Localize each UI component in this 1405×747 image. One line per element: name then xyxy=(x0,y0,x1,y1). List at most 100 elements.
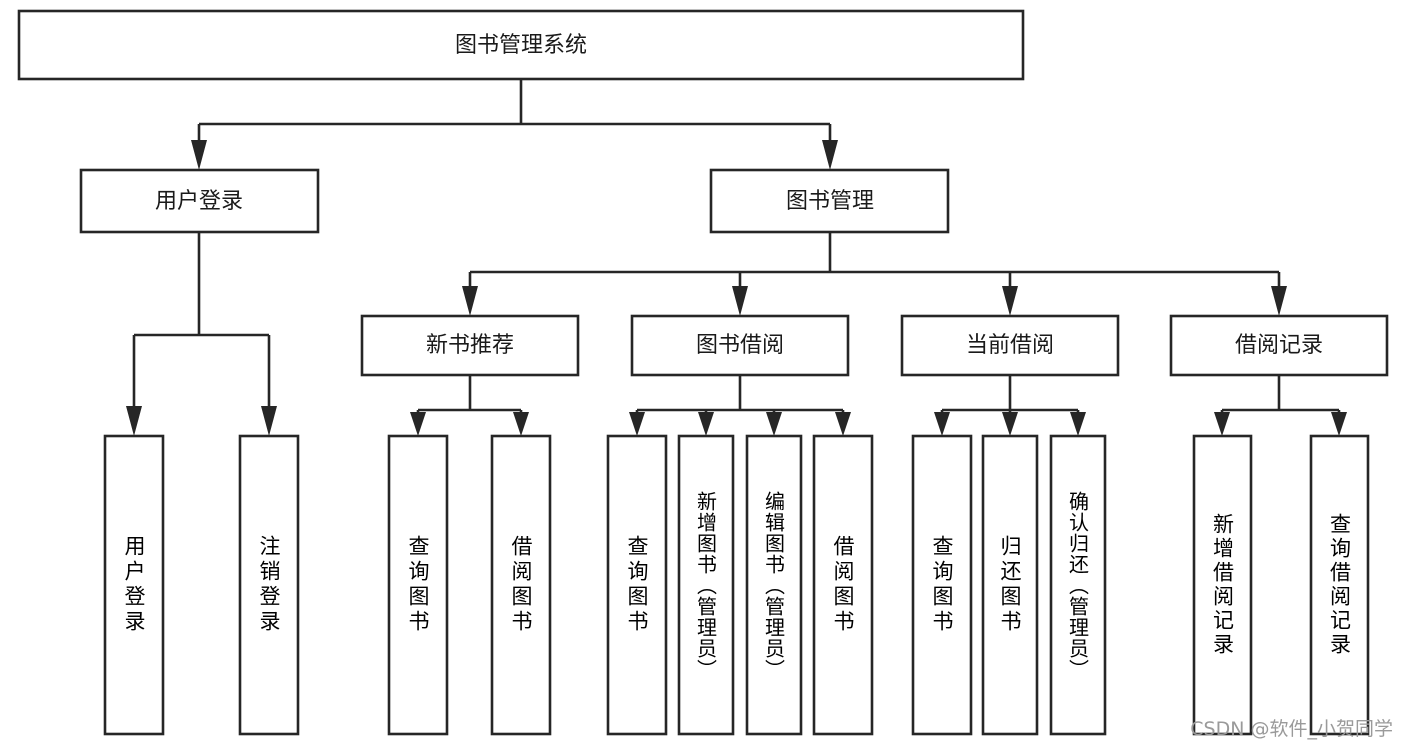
arrow-head-leaf-borrow-book-2 xyxy=(835,412,851,436)
leaf-query-book-2-text-wrap: 查询图书 xyxy=(625,535,649,635)
leaf-query-record-box[interactable] xyxy=(1309,434,1370,736)
leaf-add-book-box[interactable] xyxy=(677,434,735,736)
node-current-borrow-label: 当前借阅 xyxy=(966,333,1054,358)
leaf-node-user-login[interactable]: 用户登录 xyxy=(103,434,165,736)
arrow-head-leaf-borrow-book-1 xyxy=(513,412,529,436)
leaf-edit-book-text-wrap: 编辑图书（管理员） xyxy=(761,490,786,680)
node-borrow-record-label: 借阅记录 xyxy=(1235,333,1323,358)
connector-group-root xyxy=(191,79,838,170)
connector-group-new-book-rec xyxy=(410,375,529,436)
node-book-manage-box[interactable] xyxy=(709,168,950,234)
leaf-query-book-1-label: 查询图书 xyxy=(406,535,430,635)
arrow-head-new-book-rec xyxy=(462,286,478,316)
leaf-return-book-box[interactable] xyxy=(981,434,1039,736)
leaf-query-book-2-label: 查询图书 xyxy=(625,535,649,635)
leaf-query-book-1-box[interactable] xyxy=(387,434,449,736)
leaf-query-book-2-box[interactable] xyxy=(606,434,668,736)
leaf-add-record-text-wrap: 新增借阅记录 xyxy=(1210,513,1235,657)
connector-group-user-login xyxy=(126,232,277,436)
node-current-borrow-box[interactable] xyxy=(900,314,1120,377)
leaf-node-confirm-return[interactable]: 确认归还（管理员） xyxy=(1049,434,1107,736)
node-book-manage-label: 图书管理 xyxy=(786,189,874,214)
leaf-borrow-book-1-text-wrap: 借阅图书 xyxy=(509,535,533,635)
node-book-borrow-box[interactable] xyxy=(630,314,850,377)
arrow-head-user-login xyxy=(191,140,207,170)
node-book-manage[interactable]: 图书管理 xyxy=(709,168,950,234)
leaf-confirm-return-box[interactable] xyxy=(1049,434,1107,736)
arrow-head-leaf-return-book xyxy=(1002,412,1018,436)
arrow-head-leaf-query-record xyxy=(1331,412,1347,436)
leaf-add-book-label: 新增图书（管理员） xyxy=(693,490,718,680)
connector-group-book-manage xyxy=(462,232,1287,316)
leaf-query-record-label: 查询借阅记录 xyxy=(1327,513,1352,657)
leaf-node-return-book[interactable]: 归还图书 xyxy=(981,434,1039,736)
leaf-user-login-box[interactable] xyxy=(103,434,165,736)
node-user-login[interactable]: 用户登录 xyxy=(79,168,320,234)
leaf-borrow-book-2-label: 借阅图书 xyxy=(831,535,855,635)
leaf-return-book-text-wrap: 归还图书 xyxy=(998,535,1022,635)
arrow-head-borrow-record xyxy=(1271,286,1287,316)
node-user-login-label: 用户登录 xyxy=(155,189,243,214)
leaf-node-query-book-3[interactable]: 查询图书 xyxy=(911,434,973,736)
leaf-node-add-record[interactable]: 新增借阅记录 xyxy=(1192,434,1253,736)
leaf-query-record-text-wrap: 查询借阅记录 xyxy=(1327,513,1352,657)
connector-group-book-borrow xyxy=(629,375,851,436)
arrow-head-leaf-user-login xyxy=(126,406,142,436)
leaf-edit-book-label: 编辑图书（管理员） xyxy=(761,490,786,680)
leaf-edit-book-box[interactable] xyxy=(745,434,803,736)
node-borrow-record[interactable]: 借阅记录 xyxy=(1169,314,1389,377)
arrow-head-current-borrow xyxy=(1002,286,1018,316)
leaf-query-book-1-text-wrap: 查询图书 xyxy=(406,535,430,635)
leaf-query-book-3-label: 查询图书 xyxy=(930,535,954,635)
connector-group-borrow-record xyxy=(1214,375,1347,436)
arrow-head-leaf-query-book-2 xyxy=(629,412,645,436)
leaf-node-query-book-1[interactable]: 查询图书 xyxy=(387,434,449,736)
leaf-add-record-label: 新增借阅记录 xyxy=(1210,513,1235,657)
leaf-node-query-book-2[interactable]: 查询图书 xyxy=(606,434,668,736)
leaf-borrow-book-2-box[interactable] xyxy=(812,434,874,736)
leaf-borrow-book-2-text-wrap: 借阅图书 xyxy=(831,535,855,635)
leaf-node-add-book[interactable]: 新增图书（管理员） xyxy=(677,434,735,736)
leaf-query-book-3-box[interactable] xyxy=(911,434,973,736)
arrow-head-book-manage xyxy=(822,140,838,170)
arrow-head-leaf-confirm-return xyxy=(1070,412,1086,436)
node-borrow-record-box[interactable] xyxy=(1169,314,1389,377)
leaf-node-logout[interactable]: 注销登录 xyxy=(238,434,300,736)
leaf-add-record-box[interactable] xyxy=(1192,434,1253,736)
leaf-node-query-record[interactable]: 查询借阅记录 xyxy=(1309,434,1370,736)
leaf-logout-label: 注销登录 xyxy=(257,535,281,635)
node-new-book-rec-box[interactable] xyxy=(360,314,580,377)
leaf-return-book-label: 归还图书 xyxy=(998,535,1022,635)
leaf-borrow-book-1-label: 借阅图书 xyxy=(509,535,533,635)
node-user-login-box[interactable] xyxy=(79,168,320,234)
node-new-book-rec-label: 新书推荐 xyxy=(426,333,514,358)
node-root-label: 图书管理系统 xyxy=(455,33,587,58)
arrow-head-book-borrow xyxy=(732,286,748,316)
leaf-confirm-return-text-wrap: 确认归还（管理员） xyxy=(1065,490,1090,680)
arrow-head-leaf-query-book-1 xyxy=(410,412,426,436)
node-current-borrow[interactable]: 当前借阅 xyxy=(900,314,1120,377)
node-book-borrow-label: 图书借阅 xyxy=(696,333,784,358)
leaf-logout-box[interactable] xyxy=(238,434,300,736)
arrow-head-leaf-query-book-3 xyxy=(934,412,950,436)
leaf-logout-text-wrap: 注销登录 xyxy=(257,535,281,635)
leaf-node-edit-book[interactable]: 编辑图书（管理员） xyxy=(745,434,803,736)
connector-group-current-borrow xyxy=(934,375,1086,436)
node-root[interactable]: 图书管理系统 xyxy=(17,9,1025,81)
arrow-head-leaf-add-record xyxy=(1214,412,1230,436)
leaf-node-borrow-book-1[interactable]: 借阅图书 xyxy=(490,434,552,736)
node-book-borrow[interactable]: 图书借阅 xyxy=(630,314,850,377)
leaf-borrow-book-1-box[interactable] xyxy=(490,434,552,736)
leaf-user-login-text-wrap: 用户登录 xyxy=(122,535,146,635)
arrow-head-leaf-logout xyxy=(261,406,277,436)
watermark-label: CSDN @软件_小贺同学 xyxy=(1190,718,1393,740)
leaf-query-book-3-text-wrap: 查询图书 xyxy=(930,535,954,635)
leaf-user-login-label: 用户登录 xyxy=(122,535,146,635)
leaf-node-borrow-book-2[interactable]: 借阅图书 xyxy=(812,434,874,736)
node-root-box[interactable] xyxy=(17,9,1025,81)
node-new-book-rec[interactable]: 新书推荐 xyxy=(360,314,580,377)
arrow-head-leaf-add-book xyxy=(698,412,714,436)
leaf-confirm-return-label: 确认归还（管理员） xyxy=(1065,490,1090,680)
